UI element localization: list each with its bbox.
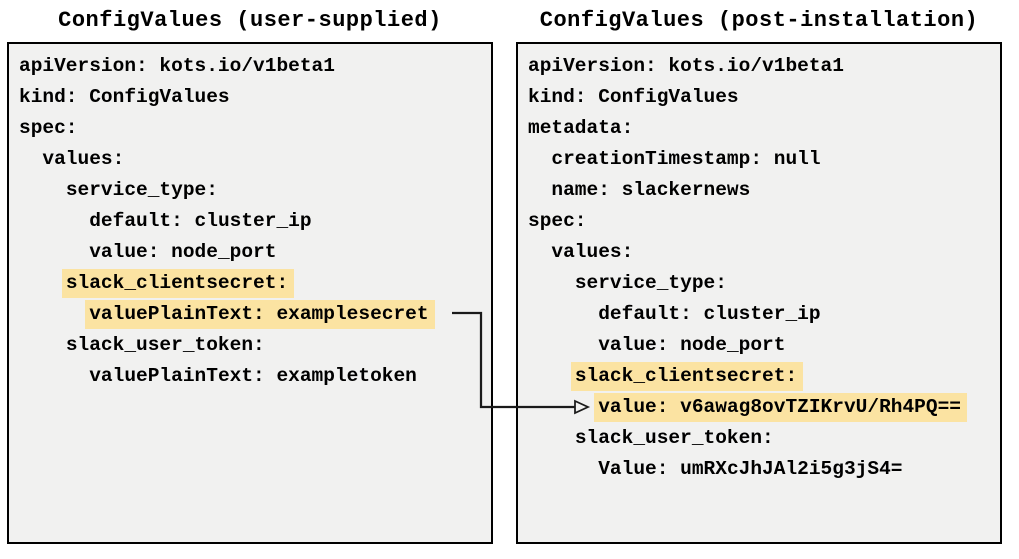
code-line: spec: <box>19 113 491 144</box>
code-text: name: slackernews <box>551 179 751 201</box>
code-line: value: node_port <box>528 330 1000 361</box>
code-text: value: node_port <box>89 241 277 263</box>
code-indent <box>19 210 89 232</box>
code-indent <box>528 365 575 387</box>
code-line: valuePlainText: examplesecret <box>19 299 491 330</box>
code-text-highlighted: slack_clientsecret: <box>570 362 804 391</box>
code-text-highlighted: value: v6awag8ovTZIKrvU/Rh4PQ== <box>594 393 967 422</box>
code-indent <box>19 241 89 263</box>
code-line: service_type: <box>19 175 491 206</box>
code-line: slack_clientsecret: <box>528 361 1000 392</box>
code-line: kind: ConfigValues <box>19 82 491 113</box>
code-text-highlighted: slack_clientsecret: <box>61 269 295 298</box>
code-line: value: node_port <box>19 237 491 268</box>
code-text: metadata: <box>528 117 634 139</box>
panel-post-installation: apiVersion: kots.io/v1beta1 kind: ConfigV… <box>516 42 1002 544</box>
code-indent <box>19 334 66 356</box>
code-line: service_type: <box>528 268 1000 299</box>
code-text: spec: <box>19 117 78 139</box>
code-indent <box>528 396 598 418</box>
panel-title-post-installation: ConfigValues (post-installation) <box>539 8 979 33</box>
code-line: spec: <box>528 206 1000 237</box>
code-text: creationTimestamp: null <box>551 148 821 170</box>
code-indent <box>19 365 89 387</box>
code-line: valuePlainText: exampletoken <box>19 361 491 392</box>
code-indent <box>19 179 66 201</box>
code-indent <box>528 179 551 201</box>
code-indent <box>528 427 575 449</box>
code-indent <box>528 241 551 263</box>
code-text-highlighted: valuePlainText: examplesecret <box>85 300 435 329</box>
code-line: apiVersion: kots.io/v1beta1 <box>19 51 491 82</box>
code-line: value: v6awag8ovTZIKrvU/Rh4PQ== <box>528 392 1000 423</box>
code-text: valuePlainText: exampletoken <box>89 365 417 387</box>
code-text: Value: umRXcJhJAl2i5g3jS4= <box>598 458 903 480</box>
code-indent <box>19 148 42 170</box>
code-line: metadata: <box>528 113 1000 144</box>
code-text: values: <box>551 241 634 263</box>
code-text: spec: <box>528 210 587 232</box>
code-line: default: cluster_ip <box>19 206 491 237</box>
panel-user-supplied: apiVersion: kots.io/v1beta1 kind: ConfigV… <box>7 42 493 544</box>
code-indent <box>19 272 66 294</box>
code-line: apiVersion: kots.io/v1beta1 <box>528 51 1000 82</box>
code-line: Value: umRXcJhJAl2i5g3jS4= <box>528 454 1000 485</box>
code-line: default: cluster_ip <box>528 299 1000 330</box>
code-text: kind: ConfigValues <box>19 86 230 108</box>
code-text: service_type: <box>65 179 218 201</box>
code-text: default: cluster_ip <box>89 210 312 232</box>
code-text: values: <box>42 148 125 170</box>
code-indent <box>528 334 598 356</box>
code-line: slack_user_token: <box>19 330 491 361</box>
code-text: slack_user_token: <box>574 427 774 449</box>
code-line: values: <box>528 237 1000 268</box>
code-text: kind: ConfigValues <box>528 86 739 108</box>
code-line: values: <box>19 144 491 175</box>
code-line: slack_clientsecret: <box>19 268 491 299</box>
code-indent <box>19 303 89 325</box>
code-text: default: cluster_ip <box>598 303 821 325</box>
code-text: apiVersion: kots.io/v1beta1 <box>528 55 844 77</box>
code-line: slack_user_token: <box>528 423 1000 454</box>
code-indent <box>528 148 551 170</box>
code-indent <box>528 458 598 480</box>
code-text: slack_user_token: <box>65 334 265 356</box>
code-line: kind: ConfigValues <box>528 82 1000 113</box>
code-indent <box>528 303 598 325</box>
code-text: service_type: <box>574 272 727 294</box>
code-indent <box>528 272 575 294</box>
code-line: creationTimestamp: null <box>528 144 1000 175</box>
code-line: name: slackernews <box>528 175 1000 206</box>
code-text: value: node_port <box>598 334 786 356</box>
panel-title-user-supplied: ConfigValues (user-supplied) <box>58 8 442 33</box>
code-text: apiVersion: kots.io/v1beta1 <box>19 55 335 77</box>
